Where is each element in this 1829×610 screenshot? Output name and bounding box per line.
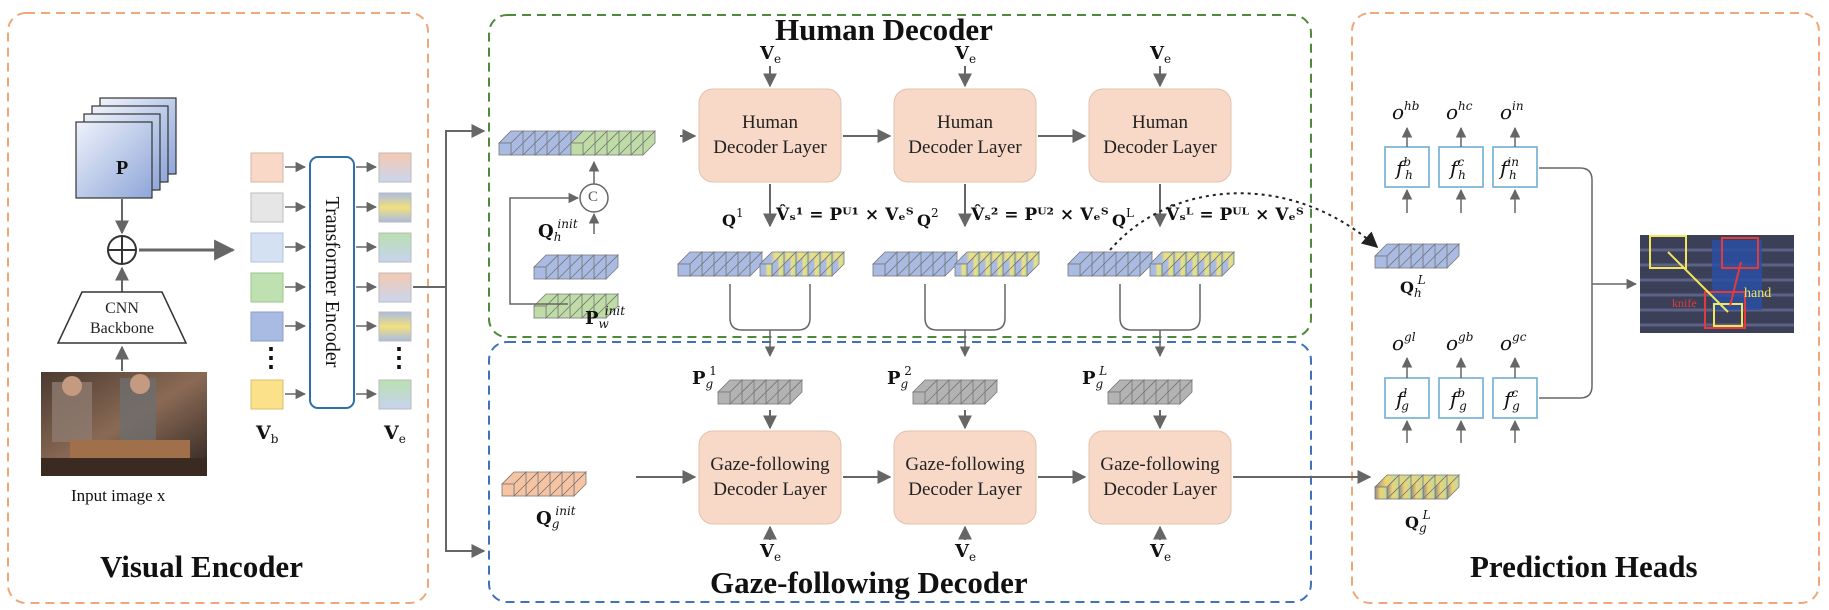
vb-label: Vb xyxy=(256,422,279,446)
human-init-tokens xyxy=(498,130,656,319)
human-output-tokens xyxy=(677,251,1235,277)
human-concat-token xyxy=(498,142,512,156)
head-fhb: fbh xyxy=(1396,155,1413,182)
human-out-token-3 xyxy=(1067,263,1081,277)
gaze-decoder-layer-1 xyxy=(698,430,842,525)
gaze-init-tokens xyxy=(501,471,587,497)
gaze-query-init: Qginit xyxy=(536,504,576,531)
out-hc: ohc xyxy=(1446,99,1473,124)
gaze-query-token xyxy=(501,483,515,497)
gaze-prompt-tokens xyxy=(717,379,1193,405)
out-gb: ogb xyxy=(1446,330,1474,355)
human-prompt-init: Pwinit xyxy=(585,304,626,331)
patch-stack xyxy=(75,97,177,199)
cnn-backbone-label: CNN Backbone xyxy=(90,300,154,337)
gaze-ve-input-1: Ve xyxy=(760,541,782,564)
gaze-ve-input-2: Ve xyxy=(955,541,977,564)
gaze-decoder-frame xyxy=(488,341,1312,603)
ve-dots: ⋮ xyxy=(386,343,412,372)
result-hand-label: hand xyxy=(1744,286,1772,301)
result-image xyxy=(1640,235,1794,333)
human-out-token-3 xyxy=(1149,263,1163,277)
head-qh-token xyxy=(1374,255,1388,269)
human-query-output-3: QL xyxy=(1112,206,1134,230)
concat-label: C xyxy=(588,189,599,205)
transformer-encoder-label: Transformer Encoder xyxy=(321,196,343,368)
prediction-heads-frame xyxy=(1351,12,1820,604)
visual-encoder-title: Visual Encoder xyxy=(100,549,303,584)
human-out-token-2 xyxy=(872,263,886,277)
head-query-tokens xyxy=(1374,243,1460,500)
gaze-layer-1-label: Gaze-following Decoder Layer xyxy=(710,453,830,500)
gaze-decoder-title: Gaze-following Decoder xyxy=(710,565,1028,600)
human-vs-output-3: V̂ₛᴸ = Pᵂᴸ × Vₑᵀ xyxy=(1166,205,1304,225)
visual-encoder-frame xyxy=(7,12,429,604)
qh-label: QhL xyxy=(1400,273,1426,300)
human-prompt-token xyxy=(533,305,547,319)
gaze-prompt-token-3 xyxy=(1107,391,1121,405)
head-fhin: finh xyxy=(1500,155,1519,182)
input-image xyxy=(41,372,207,476)
human-layer-2-label: Human Decoder Layer xyxy=(908,111,1022,158)
transformer-encoder-box xyxy=(309,156,355,409)
vb-tokens xyxy=(250,152,284,410)
human-vs-output-1: V̂ₛ¹ = Pᵂ¹ × Vₑᵀ xyxy=(776,205,914,225)
human-query-token xyxy=(533,266,547,280)
gaze-layer-3-label: Gaze-following Decoder Layer xyxy=(1100,453,1220,500)
human-decoder-layer-2 xyxy=(893,88,1037,183)
input-image-label: Input image x xyxy=(71,486,166,505)
human-decoder-layer-1 xyxy=(698,88,842,183)
prediction-heads-title: Prediction Heads xyxy=(1470,549,1698,584)
result-knife-label: knife xyxy=(1672,296,1697,310)
human-query-init: Qhinit xyxy=(538,217,578,244)
human-decoder-title: Human Decoder xyxy=(775,12,993,47)
human-out-token-2 xyxy=(954,263,968,277)
human-decoder-frame xyxy=(488,14,1312,338)
head-qg-token xyxy=(1374,486,1388,500)
human-ve-input-2: Ve xyxy=(955,43,977,66)
ve-label: Ve xyxy=(384,422,406,446)
out-gl: ogl xyxy=(1392,330,1416,355)
patch-label: P xyxy=(116,157,129,179)
human-layer-3-label: Human Decoder Layer xyxy=(1103,111,1217,158)
human-decoder-layer-3 xyxy=(1088,88,1232,183)
ve-tokens xyxy=(378,152,412,410)
gaze-decoder-layer-2 xyxy=(893,430,1037,525)
human-query-output-1: Q1 xyxy=(722,206,744,230)
gaze-prompt-2: Pg2 xyxy=(887,364,912,391)
human-concat-token xyxy=(570,142,584,156)
human-out-token-1 xyxy=(759,263,773,277)
human-query-output-2: Q2 xyxy=(917,206,939,230)
vb-dots: ⋮ xyxy=(258,343,284,372)
gaze-prompt-token-1 xyxy=(717,391,731,405)
gaze-layer-2-label: Gaze-following Decoder Layer xyxy=(905,453,1025,500)
gaze-prompt-1: Pg1 xyxy=(692,364,717,391)
human-ve-input-1: Ve xyxy=(760,43,782,66)
human-ve-input-3: Ve xyxy=(1150,43,1172,66)
human-vs-output-2: V̂ₛ² = Pᵂ² × Vₑᵀ xyxy=(971,205,1109,225)
out-in: oin xyxy=(1500,99,1524,124)
human-out-token-1 xyxy=(677,263,691,277)
out-gc: ogc xyxy=(1500,330,1527,355)
out-hb: ohb xyxy=(1392,99,1420,124)
cnn-backbone-shape xyxy=(56,291,188,344)
human-layer-1-label: Human Decoder Layer xyxy=(713,111,827,158)
head-boxes xyxy=(1384,146,1538,419)
gaze-prompt-token-2 xyxy=(912,391,926,405)
head-fgc: fcg xyxy=(1504,386,1520,413)
gaze-ve-input-3: Ve xyxy=(1150,541,1172,564)
head-fgb: fbg xyxy=(1450,386,1467,413)
qg-label: QgL xyxy=(1405,508,1431,535)
head-fgl: flg xyxy=(1396,386,1409,413)
gaze-decoder-layer-3 xyxy=(1088,430,1232,525)
head-fhc: fch xyxy=(1450,155,1466,182)
gaze-prompt-3: PgL xyxy=(1082,364,1108,391)
